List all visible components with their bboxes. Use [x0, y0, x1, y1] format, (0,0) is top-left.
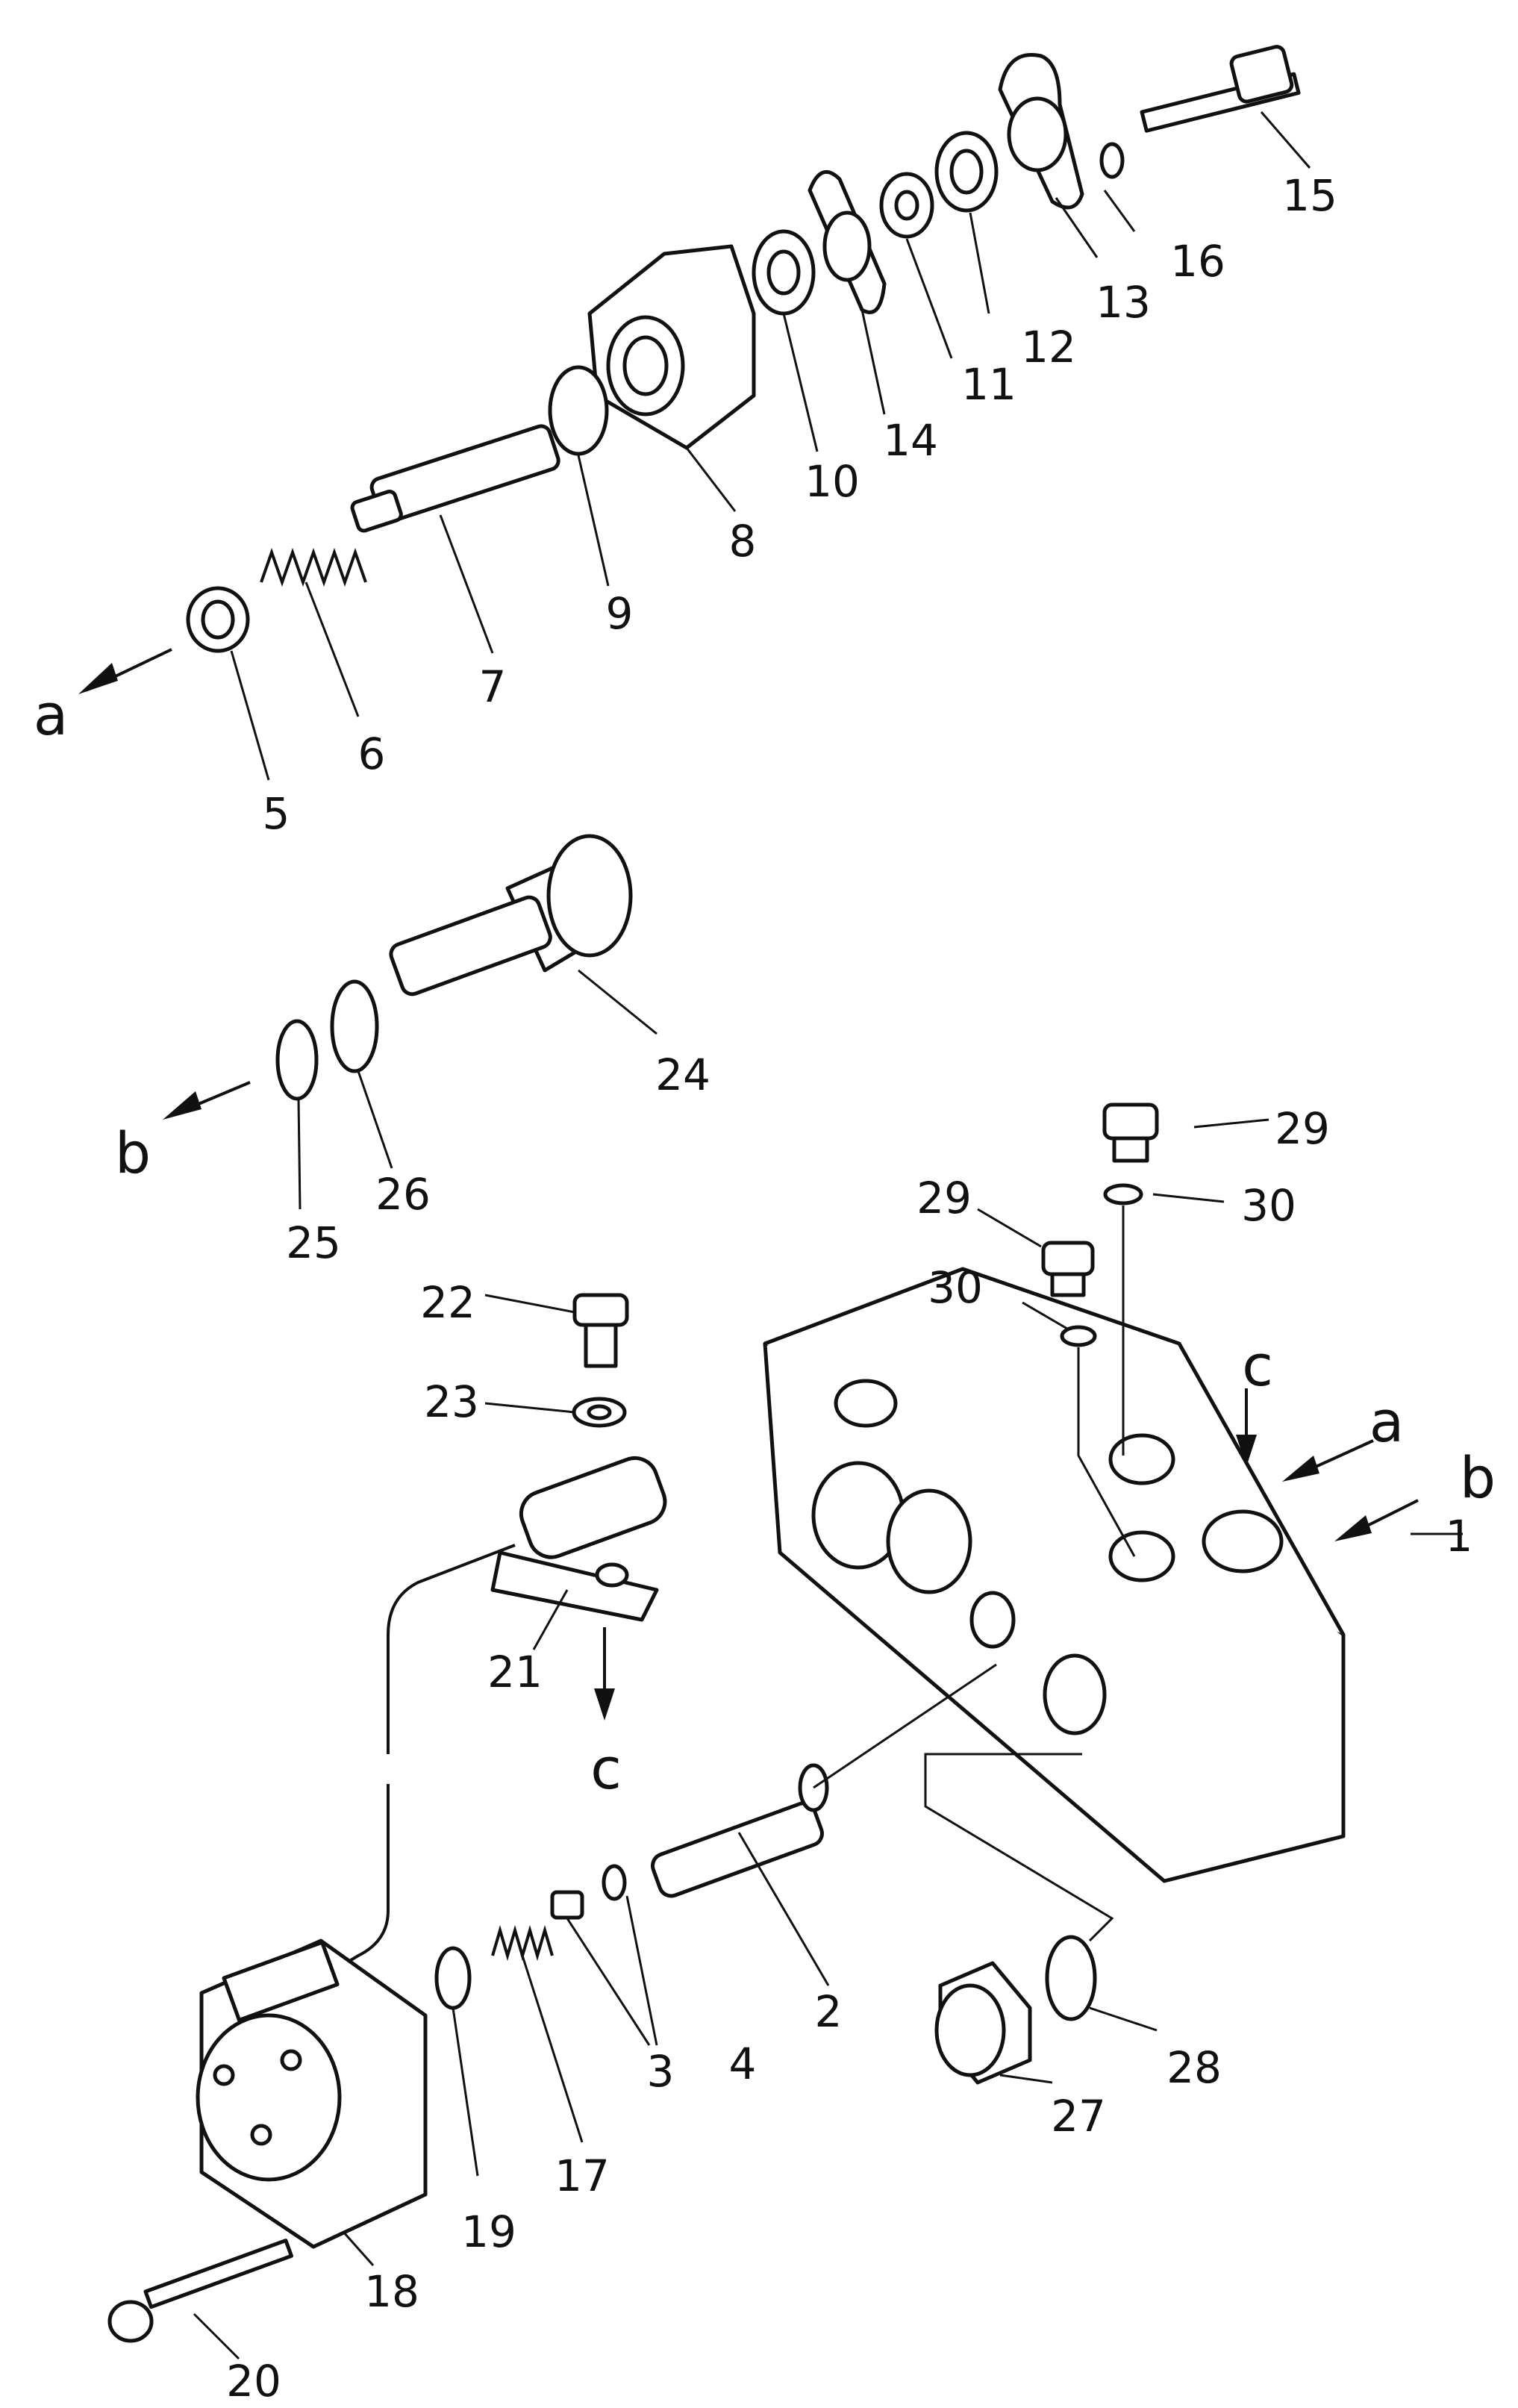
- view-arrows: [78, 648, 1419, 1721]
- callout-11: 11: [961, 359, 1016, 410]
- seat-5-drawing: [186, 586, 250, 653]
- callout-4: 4: [728, 2039, 757, 2089]
- callout-30-upper: 30: [1241, 1180, 1296, 1231]
- callout-9: 9: [605, 588, 634, 639]
- callout-27: 27: [1051, 2091, 1106, 2142]
- callout-1: 1: [1445, 1511, 1473, 1562]
- callout-25: 25: [286, 1217, 341, 1268]
- callout-5: 5: [262, 788, 290, 839]
- bolt-15-drawing: [1140, 45, 1301, 133]
- callout-12: 12: [1021, 322, 1076, 372]
- callout-29-lower: 29: [916, 1173, 972, 1223]
- bearing-10-drawing: [752, 229, 816, 316]
- o-ring-26-drawing: [330, 979, 379, 1073]
- assembly-lines: [193, 111, 1463, 2360]
- plug-29-lower-drawing: [1041, 1241, 1095, 1297]
- plug-27-drawing: [934, 1961, 1032, 2085]
- flange-cover-13-drawing: [998, 53, 1084, 210]
- cartridge-valve-24-drawing: [389, 834, 633, 996]
- bolt-20-drawing: [107, 2239, 293, 2343]
- callout-6: 6: [357, 729, 386, 779]
- callout-18: 18: [364, 2266, 419, 2317]
- poppet-3-drawing: [550, 1890, 584, 1920]
- callout-14: 14: [883, 415, 938, 466]
- bearing-12-drawing: [934, 131, 999, 213]
- view-label-a-right: a: [1369, 1388, 1405, 1455]
- callout-7: 7: [478, 661, 507, 712]
- plug-29-upper-drawing: [1102, 1102, 1159, 1163]
- spring-6-drawing: [260, 547, 367, 587]
- callout-13: 13: [1096, 277, 1151, 328]
- spool-2-drawing: [651, 1763, 829, 1898]
- callout-21: 21: [487, 1647, 543, 1697]
- callout-2: 2: [814, 1986, 843, 2037]
- callout-22: 22: [420, 1277, 475, 1328]
- solenoid-18-drawing: [196, 1938, 428, 2249]
- callout-16: 16: [1170, 236, 1225, 287]
- o-ring-30-upper-drawing: [1103, 1183, 1143, 1205]
- plunger-7-drawing: [350, 424, 560, 533]
- callout-30-lower: 30: [928, 1262, 983, 1313]
- snap-ring-16-drawing: [1099, 142, 1125, 179]
- callout-23: 23: [424, 1376, 479, 1427]
- valve-body-1-drawing: [763, 1267, 1346, 1883]
- callout-15: 15: [1282, 170, 1337, 221]
- callout-10: 10: [805, 456, 860, 507]
- callout-29-upper: 29: [1275, 1103, 1330, 1154]
- view-label-c-top: c: [1242, 1332, 1273, 1399]
- cable-drawing: [319, 1544, 516, 1980]
- washer-11-drawing: [879, 172, 934, 239]
- callout-26: 26: [375, 1169, 431, 1220]
- o-ring-9-drawing: [548, 365, 609, 456]
- view-label-c-bottom: c: [590, 1735, 622, 1802]
- washer-23-drawing: [572, 1397, 627, 1428]
- o-ring-4-drawing: [602, 1864, 627, 1901]
- callout-17: 17: [555, 2150, 610, 2201]
- callout-19: 19: [461, 2206, 516, 2257]
- o-ring-30-lower-drawing: [1060, 1325, 1097, 1347]
- callout-24: 24: [655, 1049, 710, 1100]
- plug-22-drawing: [572, 1293, 629, 1368]
- view-label-a-left: a: [33, 681, 69, 748]
- callout-20: 20: [226, 2356, 281, 2407]
- spring-17-drawing: [491, 1924, 554, 1962]
- o-ring-19-drawing: [434, 1946, 472, 2010]
- view-label-b-right: b: [1459, 1444, 1496, 1511]
- view-label-b-left: b: [114, 1120, 152, 1186]
- gasket-14-drawing: [808, 170, 887, 314]
- callout-8: 8: [728, 516, 757, 567]
- callout-28: 28: [1166, 2042, 1222, 2093]
- callout-3: 3: [646, 2046, 675, 2097]
- o-ring-28-drawing: [1045, 1935, 1097, 2021]
- cover-8-drawing: [587, 244, 756, 450]
- solenoid-sensor-21-drawing: [490, 1456, 667, 1622]
- o-ring-25-drawing: [275, 1019, 319, 1101]
